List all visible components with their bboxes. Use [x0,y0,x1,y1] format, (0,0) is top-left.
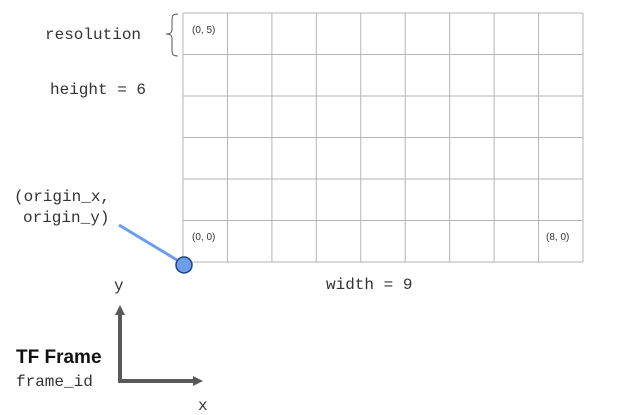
cell-label-bottom-left: (0, 0) [192,232,215,243]
y-axis-label: y [114,277,124,295]
cell-label-bottom-right: (8, 0) [546,232,569,243]
tf-frame-title: TF Frame [16,347,102,368]
width-label: width = 9 [326,276,412,294]
resolution-label: resolution [45,26,141,44]
resolution-bracket [165,13,179,57]
origin-point [175,256,193,274]
height-label: height = 6 [50,81,146,99]
origin-label-line2: origin_y) [23,209,109,227]
origin-label-line1: (origin_x, [14,188,110,206]
cell-label-top-left: (0, 5) [192,25,215,36]
x-axis-label: x [198,397,208,415]
origin-connector-line [118,223,183,265]
occupancy-grid [182,12,584,263]
frame-id-label: frame_id [16,373,93,391]
